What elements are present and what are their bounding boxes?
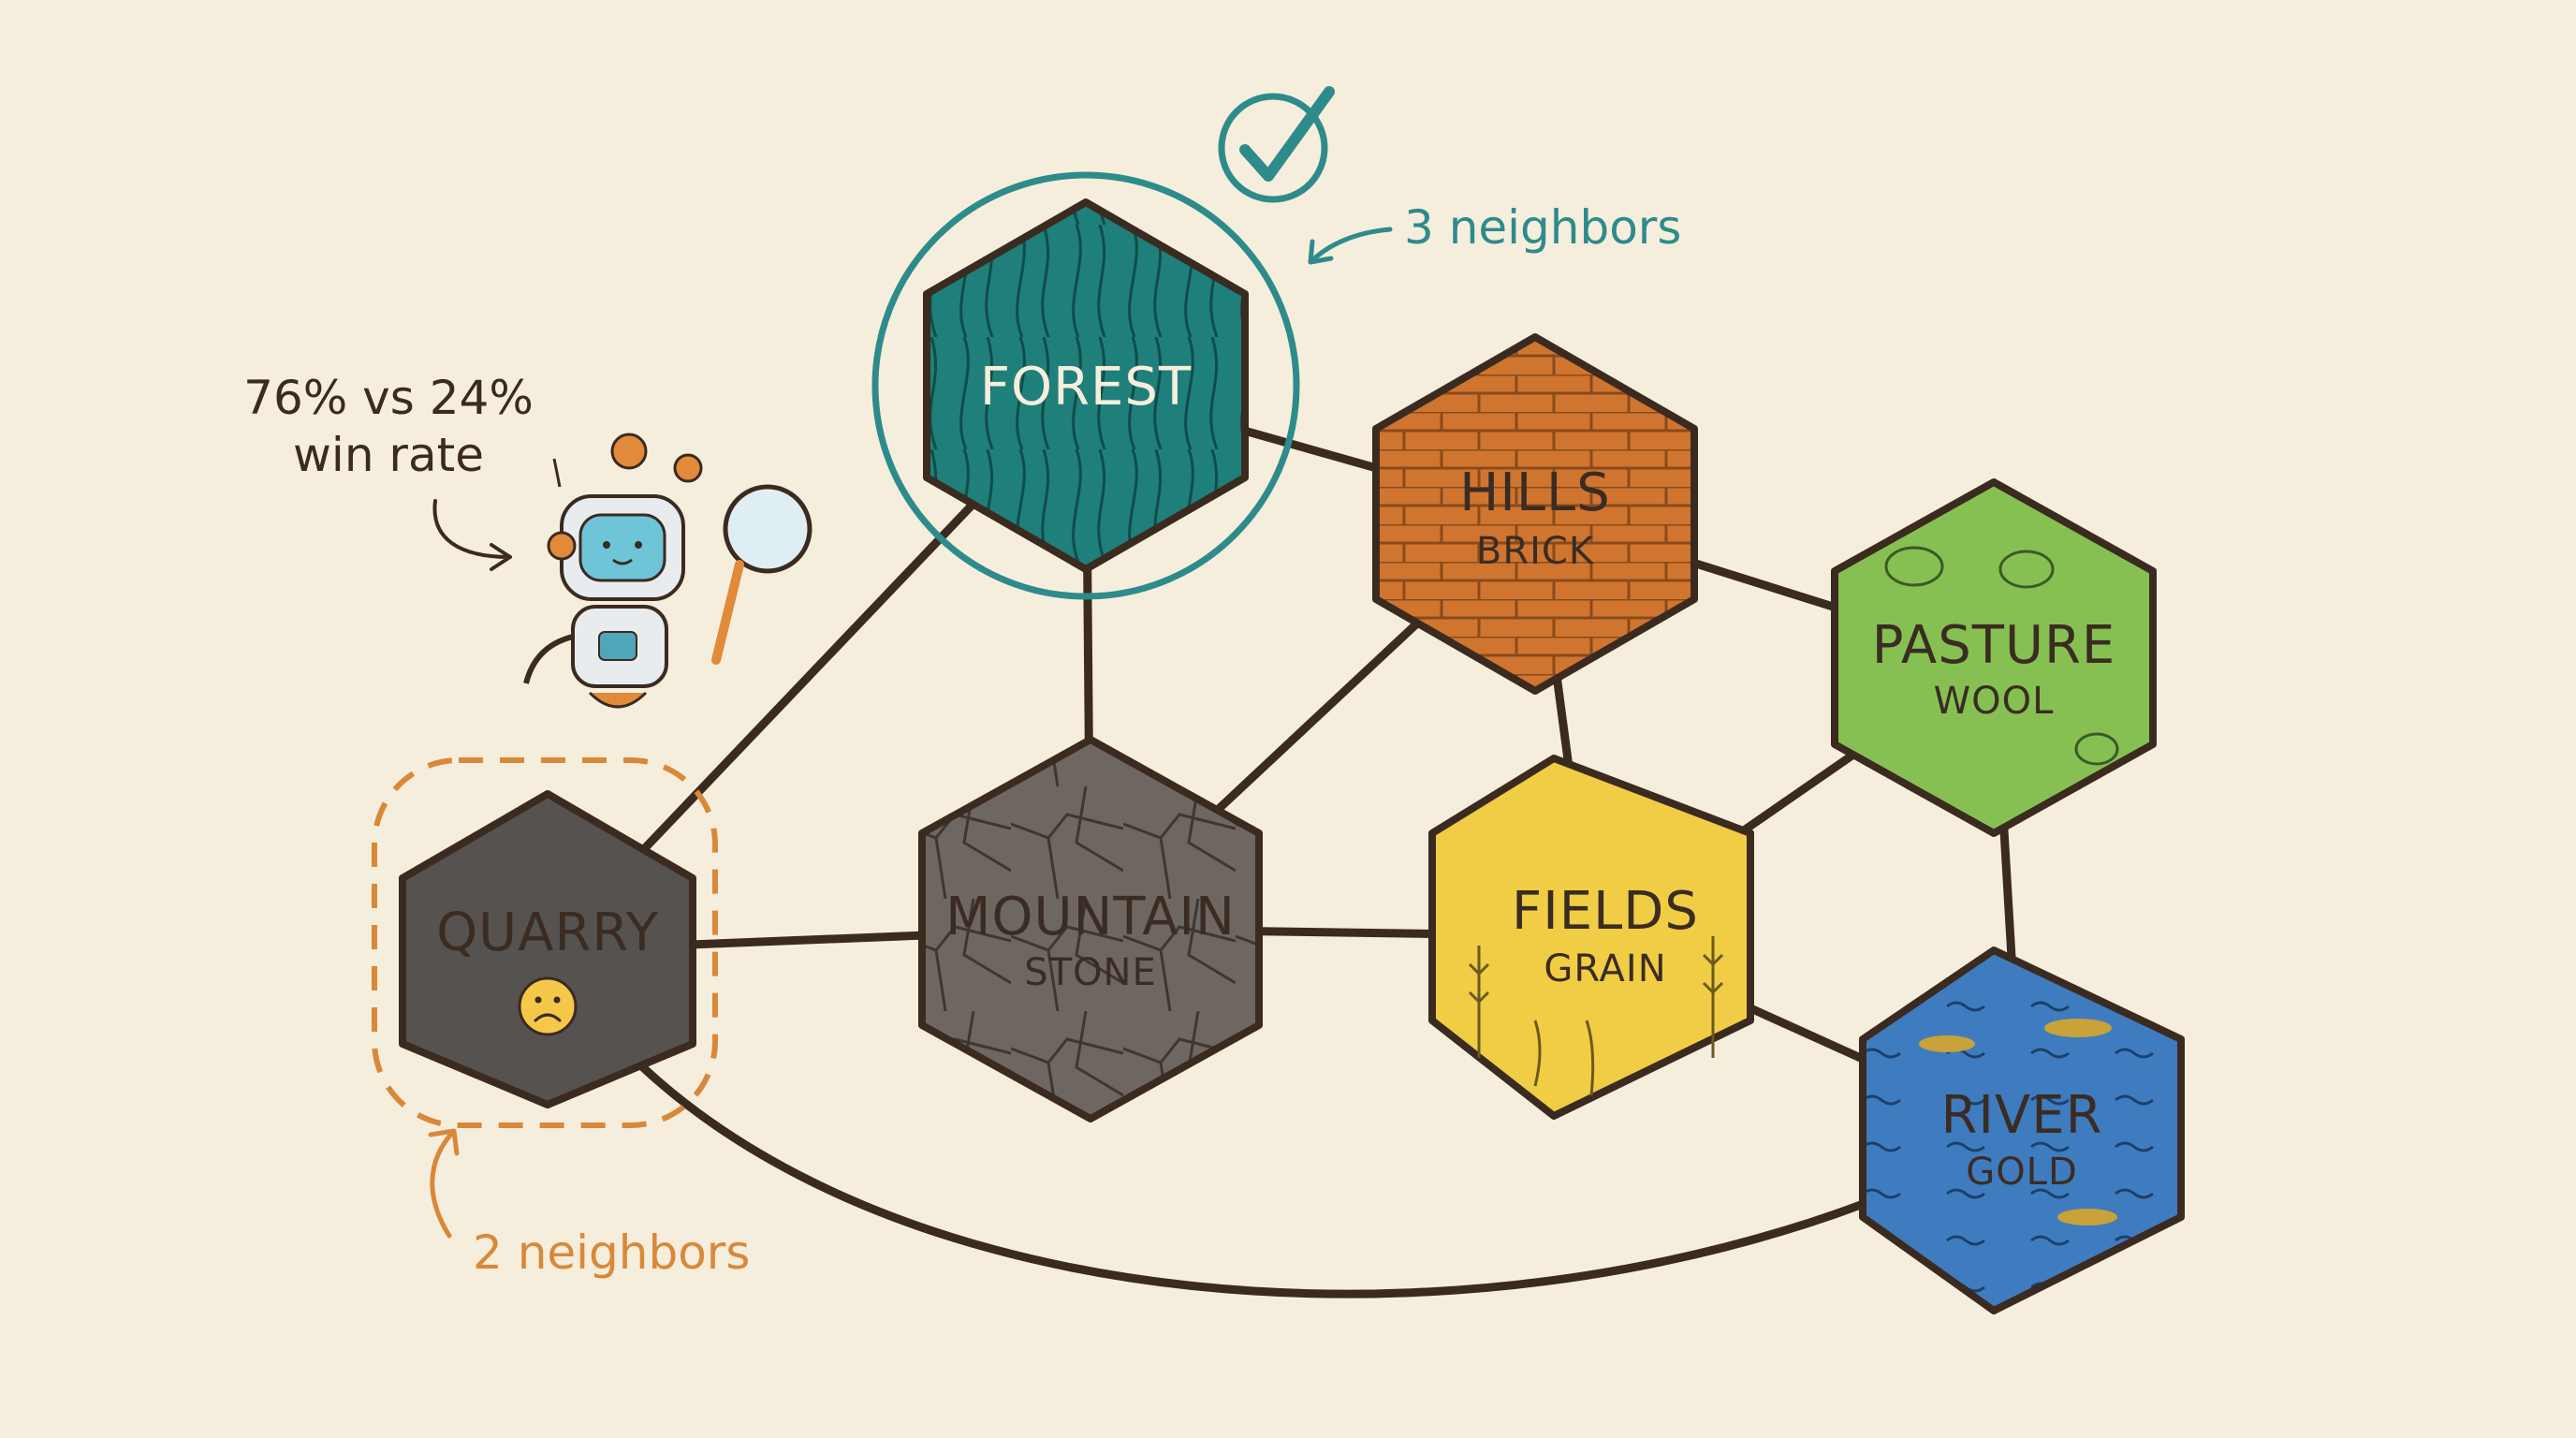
forest-neighbors-label: 3 neighbors <box>1404 200 1681 255</box>
forest-highlight-ring <box>871 171 1300 600</box>
node-mountain-resource: STONE <box>1024 951 1157 994</box>
check-circle-icon <box>1218 86 1335 203</box>
node-river-title: RIVER <box>1940 1085 2102 1146</box>
win-rate-line1: 76% vs 24% <box>243 371 534 425</box>
node-pasture[interactable]: PASTURE WOOL <box>1831 478 2157 837</box>
node-layer: FOREST HILLS BRICK PASTURE WOOL MOUNTAIN… <box>399 198 2185 1314</box>
win-rate-line2: win rate <box>293 428 484 482</box>
node-quarry[interactable]: QUARRY <box>399 790 696 1108</box>
node-hills-title: HILLS <box>1459 462 1611 523</box>
win-rate-arrow-icon <box>432 499 512 571</box>
sheep-icon <box>1884 546 2119 766</box>
quarry-arrow-icon <box>428 1128 460 1239</box>
edge-quarry-river <box>543 946 2027 1299</box>
node-river-resource: GOLD <box>1966 1151 2078 1194</box>
node-pasture-resource: WOOL <box>1934 680 2055 723</box>
robot-with-magnifier-icon <box>523 433 812 709</box>
node-hills-resource: BRICK <box>1476 530 1595 573</box>
node-fields-title: FIELDS <box>1512 881 1699 942</box>
sad-face-icon <box>518 976 578 1036</box>
node-river[interactable]: RIVER GOLD <box>1859 946 2185 1314</box>
wheat-icon <box>1468 936 1724 1096</box>
node-forest-title: FOREST <box>980 357 1192 418</box>
node-fields[interactable]: FIELDS GRAIN <box>1428 755 1754 1120</box>
node-forest[interactable]: FOREST <box>923 198 1249 573</box>
quarry-highlight-ring <box>372 757 718 1128</box>
forest-arrow-icon <box>1308 227 1393 265</box>
node-mountain[interactable]: MOUNTAIN STONE <box>918 736 1263 1123</box>
node-fields-resource: GRAIN <box>1544 947 1666 990</box>
node-quarry-title: QUARRY <box>436 902 659 963</box>
gold-flakes-icon <box>1919 1019 2117 1225</box>
node-mountain-title: MOUNTAIN <box>945 887 1236 947</box>
node-pasture-title: PASTURE <box>1872 615 2116 676</box>
node-hills[interactable]: HILLS BRICK <box>1372 333 1698 695</box>
quarry-neighbors-label: 2 neighbors <box>473 1225 750 1280</box>
